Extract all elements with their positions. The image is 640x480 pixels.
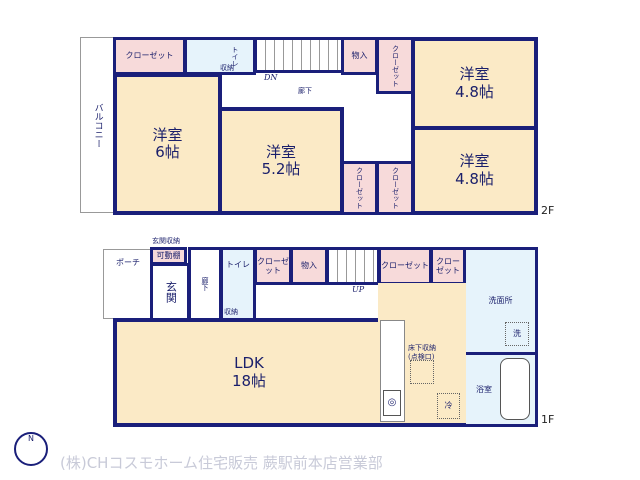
bath-label: 浴室 <box>476 384 492 394</box>
closet-1f-3: クローゼット <box>430 247 466 285</box>
room-size: 4.8帖 <box>455 82 494 101</box>
closet-1f-1: クローゼット <box>254 247 292 285</box>
entrance: 玄関 <box>150 263 190 321</box>
fridge: 冷 <box>437 393 460 419</box>
porch: ポーチ <box>103 249 153 319</box>
shelf-label: 可動棚 <box>156 251 181 261</box>
toilet-label: トイレ <box>226 260 250 269</box>
room-name: LDK <box>234 354 264 373</box>
stairs-1f <box>326 247 380 285</box>
room-size: 18帖 <box>231 371 267 390</box>
dn-label: DN <box>264 73 278 82</box>
storeroom-1f: 物入 <box>290 247 328 285</box>
closet-label: クローゼット <box>391 167 400 209</box>
underfloor-storage-label: 床下収納 <box>408 344 436 352</box>
closet-label: クローゼット <box>355 167 364 209</box>
hallway-2f-label: 廊下 <box>298 87 312 95</box>
room-name: 洋室 <box>459 152 490 171</box>
floor-label-2f: 2F <box>541 204 555 217</box>
room-size: 6帖 <box>155 143 180 161</box>
balcony-label: バルコニー <box>92 102 103 148</box>
up-label: UP <box>352 285 365 294</box>
inspection-hatch <box>410 360 434 384</box>
bathtub <box>500 358 530 420</box>
compass-north-label: N <box>28 434 34 443</box>
room-name: 洋室 <box>265 142 296 161</box>
room-name: 洋室 <box>152 125 183 144</box>
inspection-label: (点検口) <box>408 353 435 361</box>
floor-label-1f: 1F <box>541 413 555 426</box>
stairs-2f <box>254 37 344 73</box>
closet-label: クローゼット <box>381 261 429 271</box>
closet-label: クローゼット <box>125 51 174 61</box>
washer-label: 洗 <box>513 329 521 339</box>
closet-2f-b: クローゼット <box>376 161 415 215</box>
storage-1f-label: 収納 <box>224 308 238 316</box>
entrance-storage-label: 玄関収納 <box>152 237 180 245</box>
closet-label: クローゼット <box>391 44 400 87</box>
balcony: バルコニー <box>80 37 115 213</box>
closet-2f-a: クローゼット <box>341 161 378 215</box>
stove-icon: ◎ <box>383 390 401 416</box>
closet-1f-2: クローゼット <box>378 247 432 285</box>
closet-2f-top: クローゼット <box>113 37 186 75</box>
room-name: 洋室 <box>459 65 490 84</box>
storeroom-label: 物入 <box>351 51 368 61</box>
room-size: 4.8帖 <box>455 169 494 188</box>
porch-label: ポーチ <box>116 258 140 267</box>
closet-label: クローゼット <box>436 256 460 275</box>
storeroom-label: 物入 <box>301 261 317 271</box>
hallway-label: 廊下 <box>201 277 210 291</box>
compass-icon: N <box>14 432 48 466</box>
storeroom-2f: 物入 <box>341 37 378 75</box>
toilet-label: トイレ <box>231 45 240 67</box>
toilet-2f: トイレ <box>184 37 256 75</box>
closet-label: クローゼット <box>257 256 289 275</box>
entrance-label: 玄関 <box>164 281 178 303</box>
washer: 洗 <box>505 322 529 346</box>
storage-2f-label: 収納 <box>220 64 234 72</box>
washroom-label: 洗面所 <box>488 296 513 306</box>
room-size: 5.2帖 <box>261 160 301 178</box>
footer-company: (株)CHコスモホーム住宅販売 蕨駅前本店営業部 <box>60 454 383 472</box>
hallway-1f: 廊下 <box>188 247 222 321</box>
closet-2f-v: クローゼット <box>376 37 415 94</box>
fridge-label: 冷 <box>444 401 453 411</box>
